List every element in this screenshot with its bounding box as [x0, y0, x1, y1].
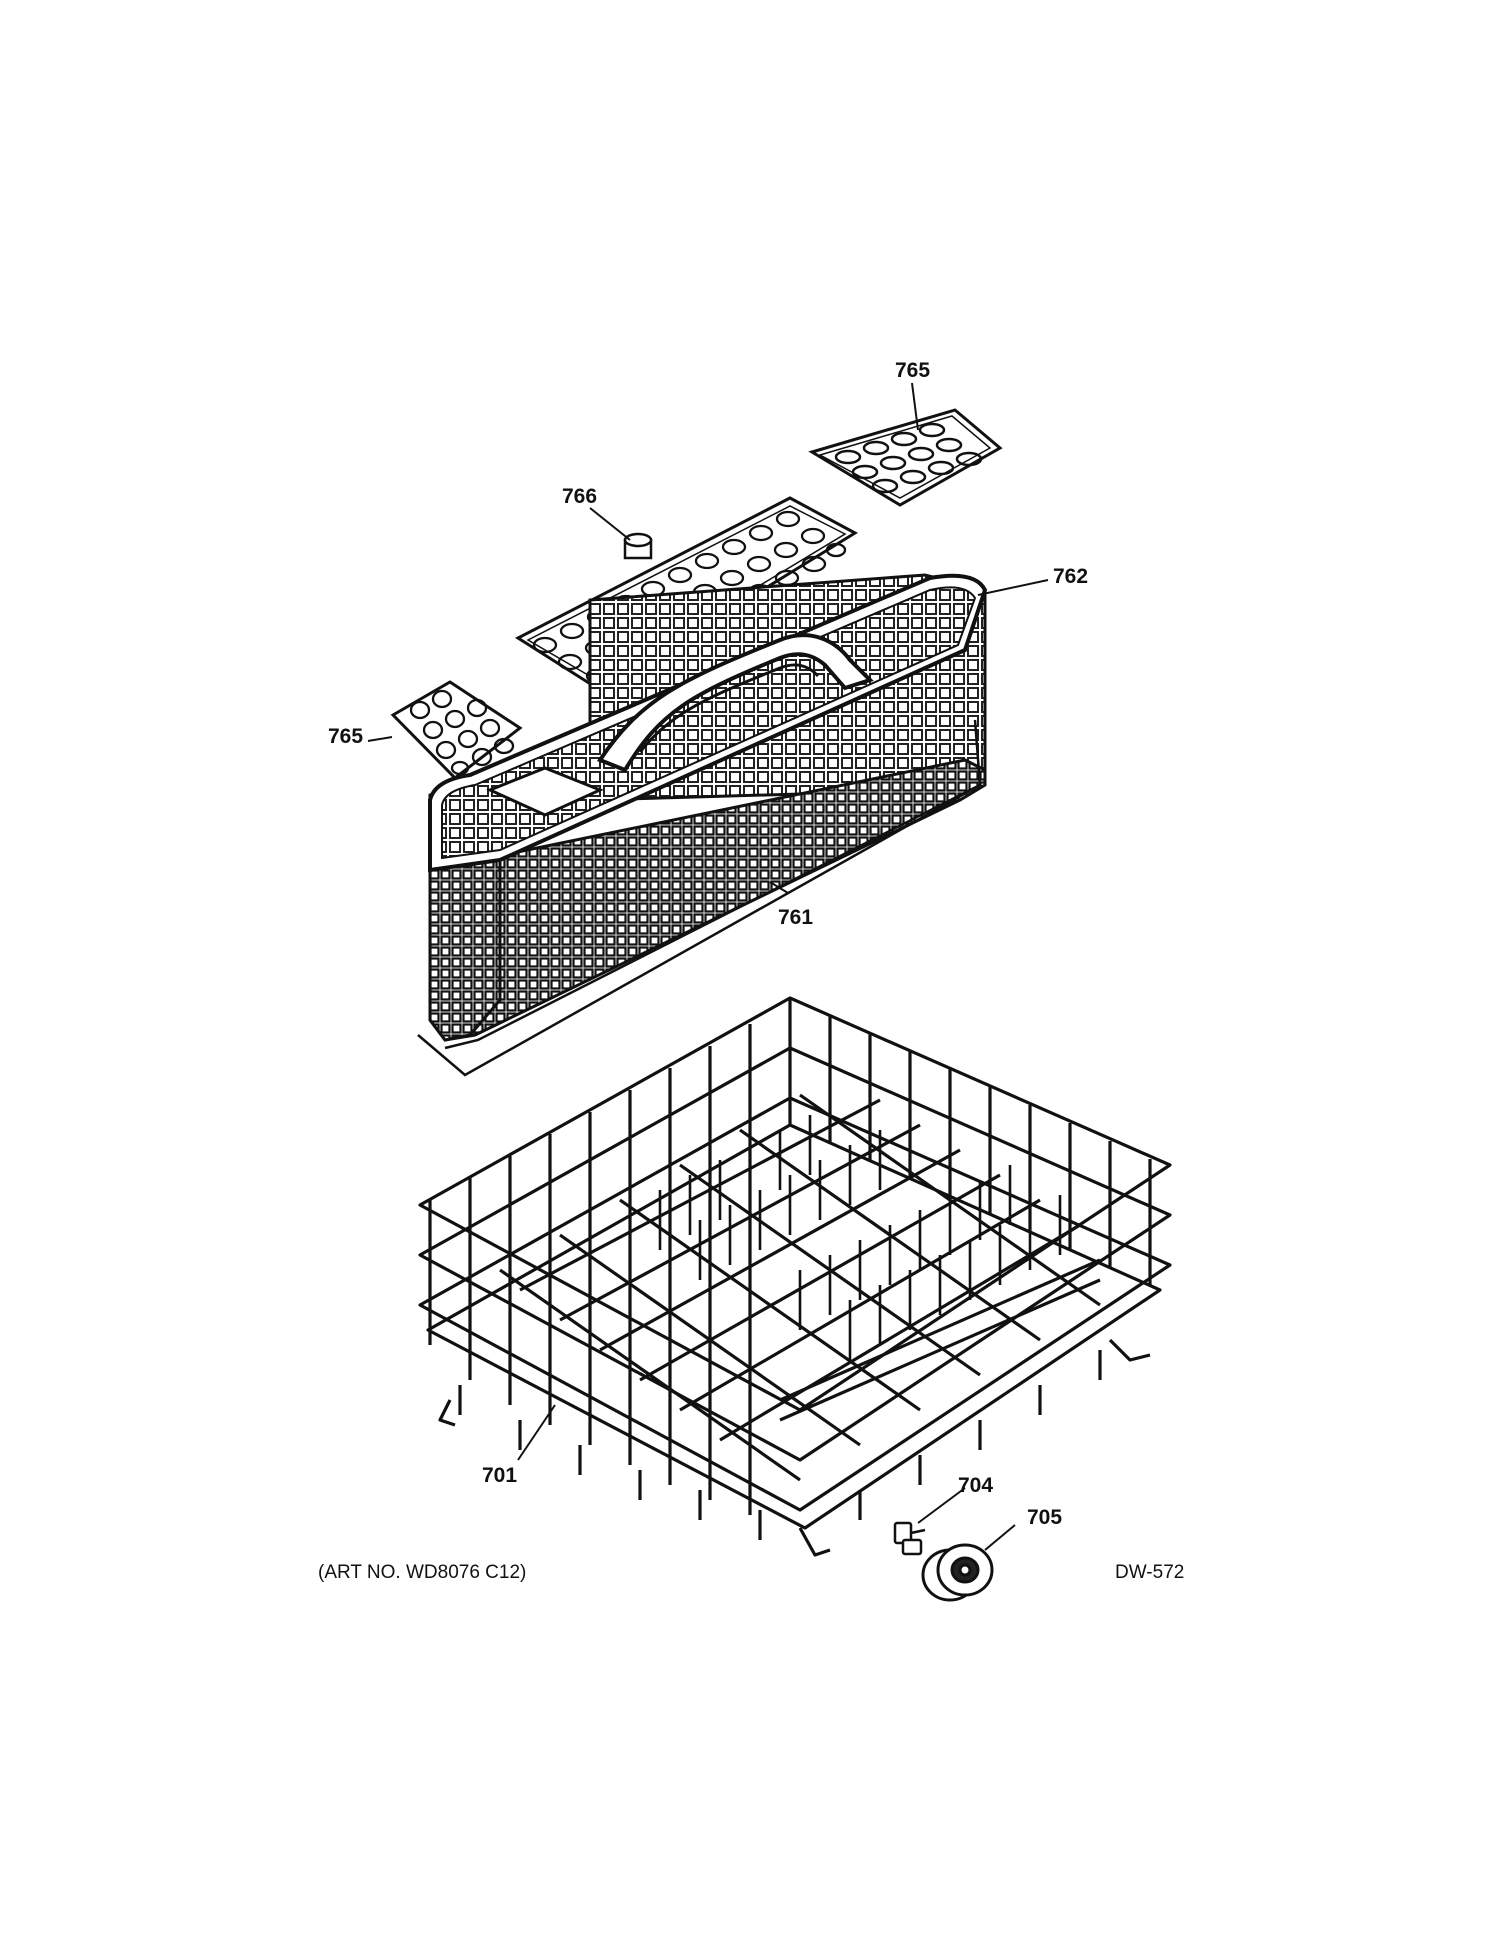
leader-765-left [367, 736, 393, 742]
leader-761 [769, 881, 789, 894]
lid-765-top [808, 408, 1003, 507]
lid-765-left [390, 680, 523, 780]
callout-761: 761 [778, 906, 814, 929]
callout-765-top: 765 [895, 359, 931, 382]
callout-765-left: 765 [328, 725, 364, 748]
lower-rack-701 [418, 996, 1172, 1557]
callout-705: 705 [1027, 1506, 1063, 1529]
leader-765-top [911, 382, 919, 431]
clip-704 [893, 1521, 926, 1556]
leader-762 [977, 579, 1049, 596]
art-number-caption: (ART NO. WD8076 C12) [318, 1562, 527, 1583]
callout-704: 704 [958, 1474, 994, 1497]
leader-701 [517, 1404, 556, 1461]
callout-766: 766 [562, 485, 598, 508]
leader-705 [984, 1524, 1016, 1551]
callout-762: 762 [1053, 565, 1089, 588]
leader-766 [589, 507, 631, 541]
diagram-id-caption: DW-572 [1115, 1562, 1185, 1583]
callout-701: 701 [482, 1464, 518, 1487]
leader-704 [917, 1487, 966, 1524]
roller-705 [921, 1543, 994, 1602]
silverware-basket-761 [417, 573, 988, 1077]
